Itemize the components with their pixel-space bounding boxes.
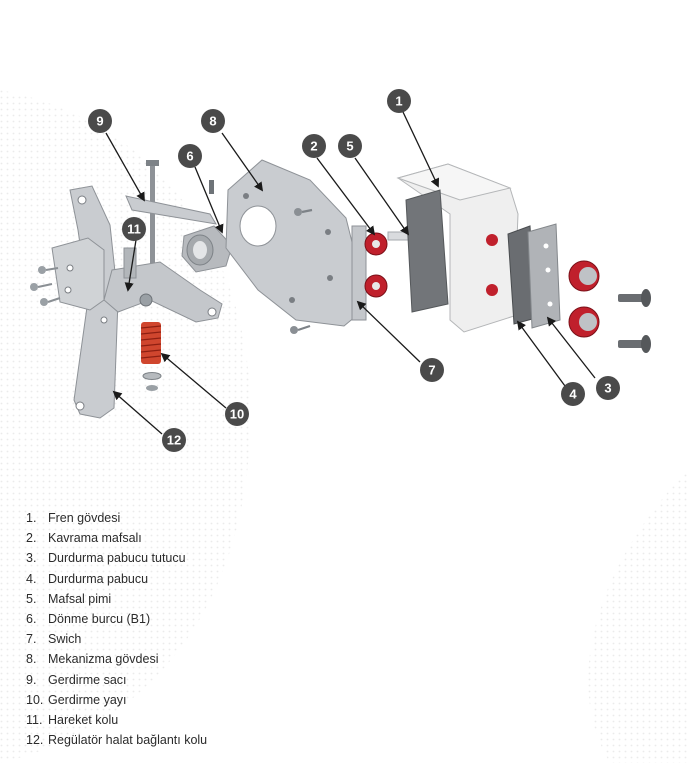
legend-label: Fren gövdesi [48,511,121,525]
legend-item: 4. Durdurma pabucu [26,569,207,589]
legend-item: 9. Gerdirme sacı [26,670,207,690]
part-brake-body [396,163,519,333]
legend-item: 11. Hareket kolu [26,710,207,730]
screws-mid [290,208,313,334]
legend-item: 7. Swich [26,629,207,649]
legend-number: 9. [26,672,37,687]
callout-number: 12 [167,433,181,448]
callout-4: 4 [561,382,585,406]
part-rotation-bushing [181,180,233,273]
legend-item: 10. Gerdirme yayı [26,690,207,710]
legend-number: 5. [26,591,37,606]
legend-item: 2. Kavrama mafsalı [26,528,207,548]
callout-number: 1 [395,94,402,109]
callout-number: 4 [569,387,577,402]
legend-item: 6. Dönme burcu (B1) [26,609,207,629]
part-mechanism-body [225,159,357,327]
callout-number: 3 [604,381,611,396]
part-tension-spring [140,322,162,391]
legend-label: Mekanizma gövdesi [48,652,159,667]
callout-9: 9 [88,109,112,133]
legend-label: Gerdirme sacı [48,672,127,687]
callout-1: 1 [387,89,411,113]
part-clamp-joint [351,225,388,321]
legend-label: Gerdirme yayı [48,692,127,707]
legend-label: Dönme burcu (B1) [48,612,151,627]
callout-number: 6 [186,149,193,164]
leader-lines [105,111,596,435]
legend-item: 1. Fren gövdesi [26,508,207,528]
legend-label: Durdurma pabucu tutucu [48,551,186,566]
callout-6: 6 [178,144,202,168]
callout-8: 8 [201,109,225,133]
legend-label: Swich [48,632,82,647]
legend-label: Durdurma pabucu [48,571,149,586]
legend-number: 8. [26,652,37,667]
legend-number: 10. [26,692,44,707]
small-screws-left [30,266,61,306]
legend-number: 6. [26,612,37,627]
callout-7: 7 [420,358,444,382]
screws-right [618,289,651,353]
rollers [568,260,600,338]
callout-number: 10 [230,407,244,422]
legend-number: 12. [26,733,44,748]
legend-number: 4. [26,571,37,586]
parts-legend: 1. Fren gövdesi 2. Kavrama mafsalı 3. Durdu… [26,508,207,750]
legend-item: 8. Mekanizma gövdesi [26,649,207,669]
callout-2: 2 [302,134,326,158]
callout-11: 11 [122,217,146,241]
callout-number: 2 [310,139,317,154]
part-stop-shoe-holder [527,223,561,329]
callout-number: 5 [346,139,353,154]
part-regulator-arm [51,185,119,419]
callout-10: 10 [225,402,249,426]
legend-number: 7. [26,632,37,647]
legend-item: 5. Mafsal pimi [26,589,207,609]
legend-label: Hareket kolu [48,713,119,728]
callout-number: 8 [209,114,216,129]
callout-3: 3 [596,376,620,400]
legend-number: 1. [26,511,37,525]
legend-label: Kavrama mafsalı [48,531,142,546]
callout-number: 9 [96,114,103,129]
legend-label: Regülatör halat bağlantı kolu [48,733,208,748]
callout-5: 5 [338,134,362,158]
legend-item: 3. Durdurma pabucu tutucu [26,548,207,568]
callout-12: 12 [162,428,186,452]
callout-number: 11 [127,222,141,237]
legend-number: 11. [26,713,43,728]
legend-number: 2. [26,531,37,546]
callout-number: 7 [428,363,435,378]
legend-label: Mafsal pimi [48,591,112,606]
legend-item: 12. Regülatör halat bağlantı kolu [26,730,207,750]
legend-number: 3. [26,551,37,566]
